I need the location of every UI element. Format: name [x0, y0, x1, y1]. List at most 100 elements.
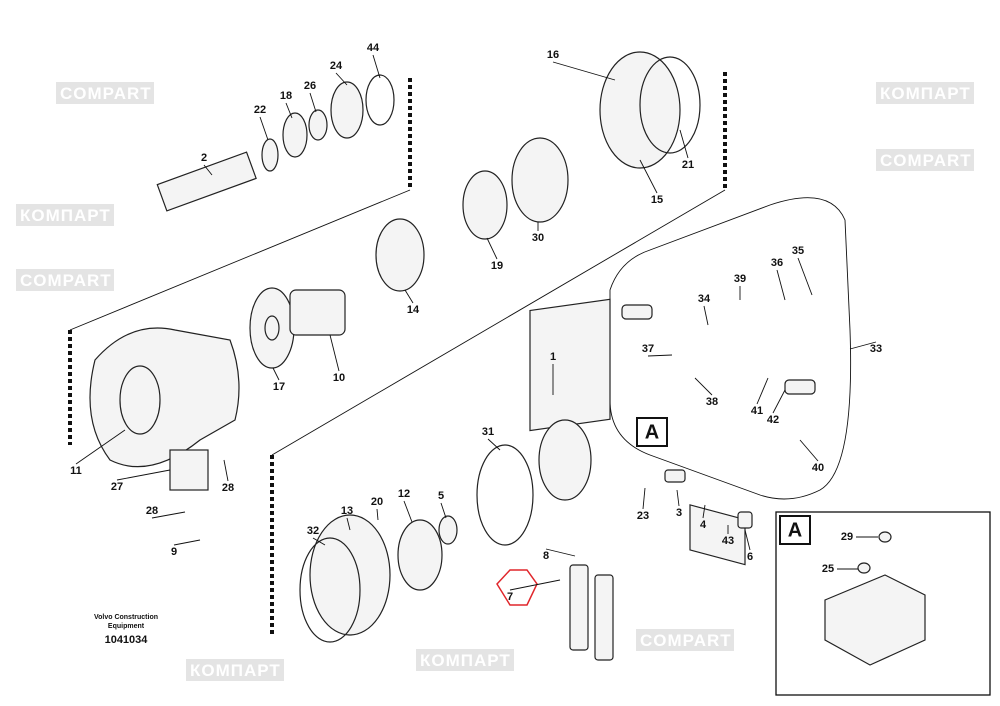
highlight-hexagon	[496, 569, 538, 606]
callout-15[interactable]: 15	[651, 194, 663, 206]
callout-13[interactable]: 13	[341, 505, 353, 517]
callout-21[interactable]: 21	[682, 159, 694, 171]
leader-line	[642, 487, 646, 510]
leader-line	[346, 517, 351, 531]
callout-32[interactable]: 32	[307, 525, 319, 537]
inset-view-frame	[775, 511, 991, 696]
watermark-band	[16, 204, 114, 226]
shaft-part	[156, 151, 257, 212]
parts	[89, 51, 926, 666]
callout-35[interactable]: 35	[792, 245, 804, 257]
callout-41[interactable]: 41	[751, 405, 763, 417]
leader-line	[223, 459, 229, 482]
callout-30[interactable]: 30	[532, 232, 544, 244]
callout-28[interactable]: 28	[222, 482, 234, 494]
leader-line	[312, 537, 326, 546]
callout-27[interactable]: 27	[111, 481, 123, 493]
watermark-text: COMPART	[60, 84, 152, 103]
leader-line	[772, 389, 786, 414]
watermark-text: КОМПАРТ	[190, 661, 281, 680]
valve-block-part	[529, 298, 611, 432]
leader-line	[744, 529, 751, 551]
leader-line	[797, 257, 813, 296]
housing-part	[89, 327, 240, 468]
watermark-band	[636, 629, 734, 651]
callout-19[interactable]: 19	[491, 260, 503, 272]
leader-line	[151, 511, 186, 519]
leader-line	[335, 72, 348, 86]
document-number: 1041034	[104, 634, 148, 646]
watermark-band	[876, 82, 974, 104]
callout-12[interactable]: 12	[398, 488, 410, 500]
callout-26[interactable]: 26	[304, 80, 316, 92]
leader-line	[75, 429, 126, 465]
leader-line	[545, 548, 576, 557]
leader-line	[679, 129, 689, 159]
view-marker-label: A	[645, 421, 659, 443]
callout-37[interactable]: 37	[642, 343, 654, 355]
callout-4[interactable]: 4	[700, 519, 707, 531]
callout-7[interactable]: 7	[507, 591, 513, 603]
callout-6[interactable]: 6	[747, 551, 753, 563]
callout-5[interactable]: 5	[438, 490, 444, 502]
callout-23[interactable]: 23	[637, 510, 649, 522]
inset-title-box	[779, 515, 811, 545]
leader-line	[272, 367, 280, 381]
callout-17[interactable]: 17	[273, 381, 285, 393]
leader-line	[702, 504, 706, 519]
inset-title: A	[788, 519, 802, 541]
caption-company-2: Equipment	[107, 623, 145, 630]
callout-28[interactable]: 28	[146, 505, 158, 517]
watermark-text: КОМПАРТ	[420, 651, 511, 670]
leader-line	[403, 500, 413, 523]
watermark-text: COMPART	[640, 631, 732, 650]
group-33-outline	[609, 197, 852, 500]
callout-8[interactable]: 8	[543, 550, 549, 562]
callout-18[interactable]: 18	[280, 90, 292, 102]
leader-line	[372, 54, 381, 79]
watermark-text: КОМПАРТ	[20, 206, 111, 225]
leader-line	[173, 539, 201, 546]
leader-line	[404, 289, 414, 304]
callout-11[interactable]: 11	[70, 465, 82, 477]
callout-43[interactable]: 43	[722, 535, 734, 547]
callout-14[interactable]: 14	[407, 304, 420, 316]
watermark-band	[876, 149, 974, 171]
callout-22[interactable]: 22	[254, 104, 266, 116]
callout-10[interactable]: 10	[333, 372, 345, 384]
leader-line	[676, 489, 680, 507]
leader-line	[799, 439, 819, 462]
watermark-layer: COMPART КОМПАРТ КОМПАРТ COMPART COMPART КОМПА…	[16, 82, 974, 681]
leader-line	[376, 508, 379, 521]
callout-24[interactable]: 24	[330, 60, 343, 72]
leader-line	[440, 502, 447, 519]
callout-34[interactable]: 34	[698, 293, 711, 305]
callout-31[interactable]: 31	[482, 426, 494, 438]
callout-2[interactable]: 2	[201, 152, 207, 164]
group-frames	[68, 72, 991, 696]
inset-callout[interactable]: 29	[841, 531, 853, 543]
callout-3[interactable]: 3	[676, 507, 682, 519]
watermark-band	[416, 649, 514, 671]
callout-9[interactable]: 9	[171, 546, 177, 558]
leader-line	[694, 377, 713, 396]
callout-44[interactable]: 44	[367, 42, 380, 54]
callout-1[interactable]: 1	[550, 351, 556, 363]
callout-40[interactable]: 40	[812, 462, 824, 474]
caption: Volvo Construction Equipment 1041034	[70, 613, 182, 646]
watermark-band	[16, 269, 114, 291]
watermark-text: COMPART	[20, 271, 112, 290]
callout-33[interactable]: 33	[870, 343, 882, 355]
leader-line	[639, 159, 658, 194]
inset-callout[interactable]: 25	[822, 563, 834, 575]
leader-line	[486, 237, 498, 260]
caption-company: Volvo Construction	[93, 614, 159, 621]
callout-16[interactable]: 16	[547, 49, 559, 61]
callout-38[interactable]: 38	[706, 396, 718, 408]
callout-20[interactable]: 20	[371, 496, 383, 508]
callout-39[interactable]: 39	[734, 273, 746, 285]
callout-42[interactable]: 42	[767, 414, 779, 426]
leader-line	[203, 164, 213, 176]
callout-36[interactable]: 36	[771, 257, 783, 269]
